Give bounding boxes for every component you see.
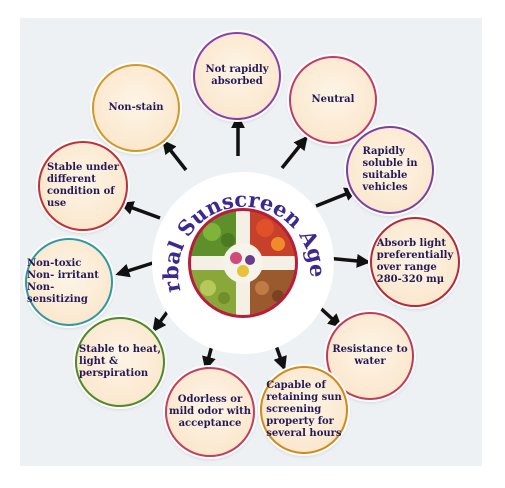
arrow-non-toxic [115, 260, 157, 278]
arrow-stable-under [119, 201, 161, 220]
bubble-not-rapidly-absorbed: Not rapidly absorbed [193, 32, 281, 120]
bubble-stable-under: Stable under different condition of use [38, 141, 128, 231]
bubble-label-stable-heat: Stable to heat, light & perspiration [79, 344, 161, 379]
bubble-label-odorless: Odorless or mild odor with acceptance [168, 394, 252, 429]
bubble-absorb-light: Absorb light preferentially over range 2… [370, 217, 460, 307]
bubble-rapidly-soluble: Rapidly soluble in suitable vehicles [346, 126, 434, 214]
bubble-neutral: Neutral [289, 56, 377, 144]
arrow-neutral [280, 135, 308, 170]
bubble-label-not-rapidly-absorbed: Not rapidly absorbed [205, 64, 269, 87]
bubble-label-capable-retaining: Capable of retaining sun screening prope… [266, 380, 342, 439]
center-hub: Herbal Sunscreen Agents [150, 170, 334, 354]
bubble-non-stain: Non-stain [92, 64, 180, 152]
bubble-label-absorb-light: Absorb light preferentially over range 2… [376, 238, 454, 285]
arrow-rapidly-soluble [315, 187, 359, 208]
bubble-odorless: Odorless or mild odor with acceptance [165, 367, 255, 457]
bubble-label-rapidly-soluble: Rapidly soluble in suitable vehicles [362, 146, 418, 193]
bubble-label-neutral: Neutral [311, 94, 355, 105]
bubble-label-resistance-water: Resistance to water [332, 344, 408, 367]
arrow-non-stain [162, 139, 188, 172]
bubble-non-toxic: Non-toxic Non- irritant Non- sensitizing [25, 238, 113, 326]
bubble-stable-heat: Stable to heat, light & perspiration [75, 317, 165, 407]
bubble-label-non-toxic: Non-toxic Non- irritant Non- sensitizing [27, 258, 99, 305]
bubble-label-stable-under: Stable under different condition of use [46, 162, 120, 209]
bubble-capable-retaining: Capable of retaining sun screening prope… [260, 366, 348, 454]
bubble-label-non-stain: Non-stain [108, 102, 164, 113]
